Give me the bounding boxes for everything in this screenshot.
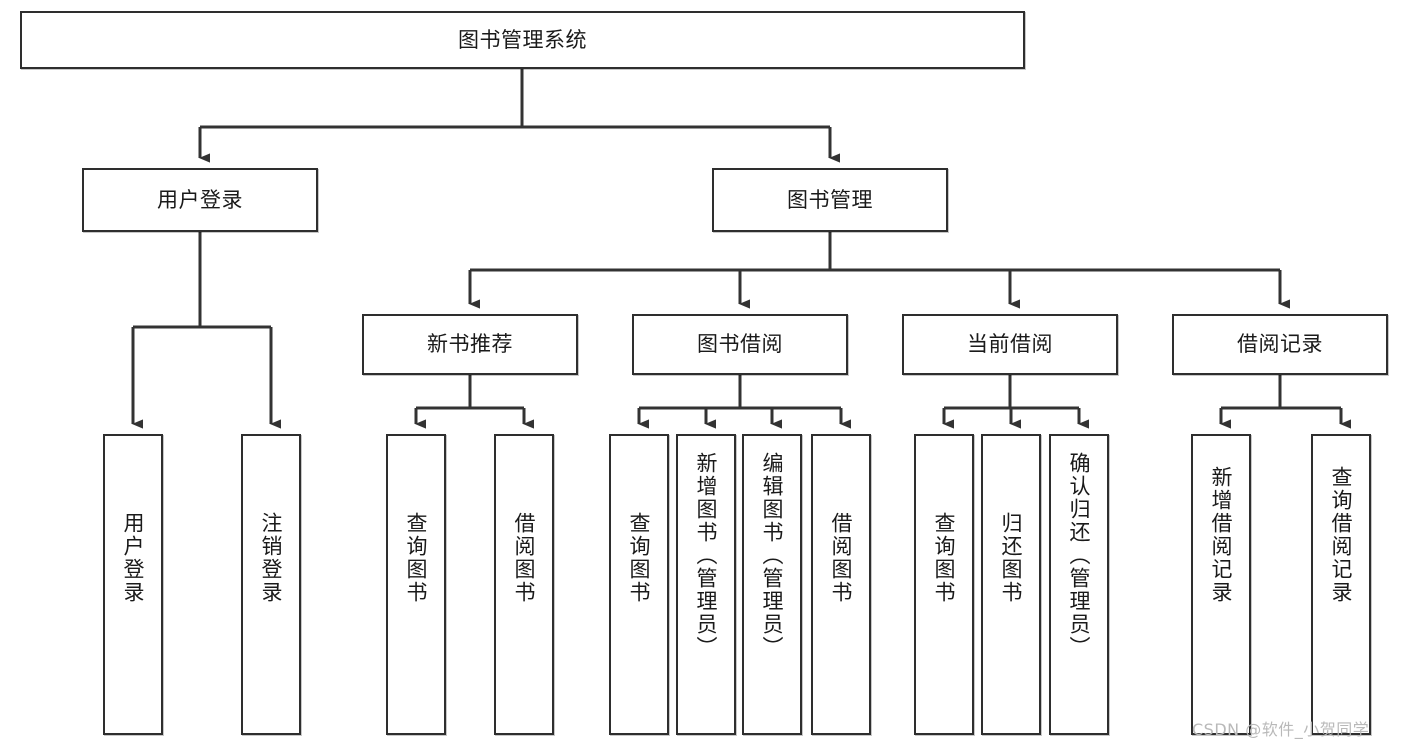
node-label: 借阅记录 [1237,332,1323,357]
node-label: 图书管理 [787,187,873,212]
node-label: 图书管理系统 [458,27,587,52]
node-label: 查询借阅记录 [1329,466,1354,604]
node-label: 借阅图书 [829,512,854,604]
node-book-management[interactable]: 图书管理 [712,168,948,232]
node-new-book-recommend[interactable]: 新书推荐 [362,314,578,375]
leaf-user-login-login[interactable]: 用户登录 [103,434,163,735]
node-book-borrow[interactable]: 图书借阅 [632,314,848,375]
node-label: 用户登录 [121,512,146,604]
leaf-borrow-record-query-record[interactable]: 查询借阅记录 [1311,434,1371,735]
node-label: 当前借阅 [967,332,1053,357]
node-label: 注销登录 [259,512,284,604]
node-label: 新增借阅记录 [1209,466,1234,604]
csdn-watermark: CSDN @软件_小贺同学 [1192,720,1370,739]
node-label: 查询图书 [404,512,429,604]
leaf-user-login-logout[interactable]: 注销登录 [241,434,301,735]
node-label: 新增图书（管理员） [694,452,719,659]
node-label: 编辑图书（管理员） [760,452,785,659]
leaf-book-borrow-query-book[interactable]: 查询图书 [609,434,669,735]
leaf-current-borrow-confirm-return-admin[interactable]: 确认归还（管理员） [1049,434,1109,735]
node-label: 归还图书 [999,512,1024,604]
leaf-book-borrow-borrow-book[interactable]: 借阅图书 [811,434,871,735]
leaf-book-borrow-add-book-admin[interactable]: 新增图书（管理员） [676,434,736,735]
node-label: 图书借阅 [697,332,783,357]
node-label: 新书推荐 [427,332,513,357]
node-borrow-record[interactable]: 借阅记录 [1172,314,1388,375]
leaf-new-book-query-book[interactable]: 查询图书 [386,434,446,735]
node-label: 借阅图书 [512,512,537,604]
node-label: 查询图书 [627,512,652,604]
leaf-current-borrow-return-book[interactable]: 归还图书 [981,434,1041,735]
node-user-login[interactable]: 用户登录 [82,168,318,232]
leaf-book-borrow-edit-book-admin[interactable]: 编辑图书（管理员） [742,434,802,735]
leaf-borrow-record-add-record[interactable]: 新增借阅记录 [1191,434,1251,735]
node-label: 用户登录 [157,187,243,212]
leaf-new-book-borrow-book[interactable]: 借阅图书 [494,434,554,735]
leaf-current-borrow-query-book[interactable]: 查询图书 [914,434,974,735]
node-label: 查询图书 [932,512,957,604]
node-label: 确认归还（管理员） [1067,452,1092,659]
node-current-borrow[interactable]: 当前借阅 [902,314,1118,375]
node-root-book-management-system[interactable]: 图书管理系统 [20,11,1025,69]
